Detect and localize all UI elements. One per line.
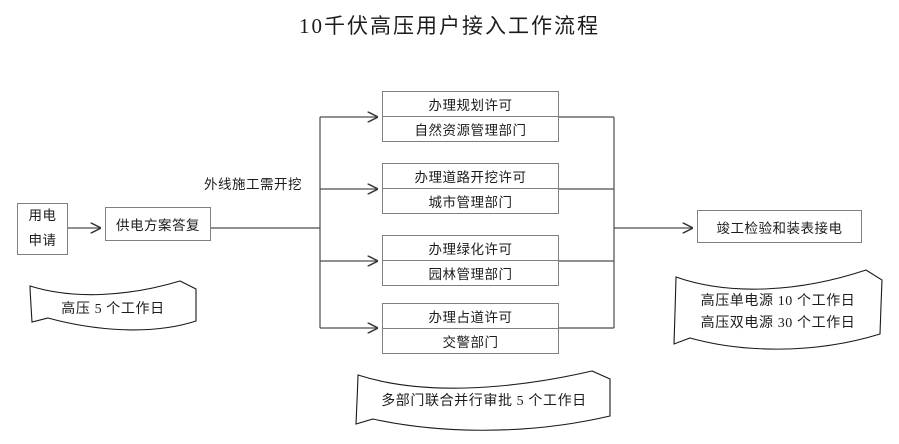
node-planning-permit[interactable]: 办理规划许可 自然资源管理部门 [382, 91, 559, 142]
node-line: 竣工检验和装表接电 [716, 220, 843, 236]
page-title: 10千伏高压用户接入工作流程 [299, 14, 600, 38]
node-supply-plan-reply[interactable]: 供电方案答复 [105, 207, 211, 241]
banner-bottom-text: 多部门联合并行审批 5 个工作日 [381, 394, 587, 409]
node-electricity-application[interactable]: 用电 申请 [17, 203, 68, 255]
permit-department: 城市管理部门 [428, 195, 513, 210]
permit-action: 办理占道许可 [383, 304, 558, 329]
banner-right-text: 高压单电源 10 个工作日 高压双电源 30 个工作日 [676, 291, 880, 334]
banner-shape-right [673, 269, 883, 350]
banner-shape-bottom [355, 370, 611, 431]
permit-action: 办理规划许可 [383, 92, 558, 117]
banner-right-line: 高压单电源 10 个工作日 [700, 294, 856, 309]
permit-department: 交警部门 [442, 335, 499, 350]
banner-shape-left [29, 280, 197, 331]
permit-department: 园林管理部门 [428, 267, 513, 282]
permit-department: 自然资源管理部门 [414, 123, 527, 138]
node-greening-permit[interactable]: 办理绿化许可 园林管理部门 [382, 235, 559, 286]
banner-right-line: 高压双电源 30 个工作日 [700, 315, 856, 331]
edge-label-branch-condition: 外线施工需开挖 [204, 177, 302, 192]
node-road-excavation-permit[interactable]: 办理道路开挖许可 城市管理部门 [382, 163, 559, 214]
banner-left-text: 高压 5 个工作日 [61, 302, 165, 317]
node-line: 用电 [28, 208, 57, 224]
permit-action: 办理道路开挖许可 [383, 164, 558, 189]
node-line: 申请 [28, 233, 57, 249]
permit-action: 办理绿化许可 [383, 236, 558, 261]
node-road-occupation-permit[interactable]: 办理占道许可 交警部门 [382, 303, 559, 354]
node-line: 供电方案答复 [116, 218, 200, 233]
node-completion-inspection-and-metering[interactable]: 竣工检验和装表接电 [697, 210, 862, 243]
